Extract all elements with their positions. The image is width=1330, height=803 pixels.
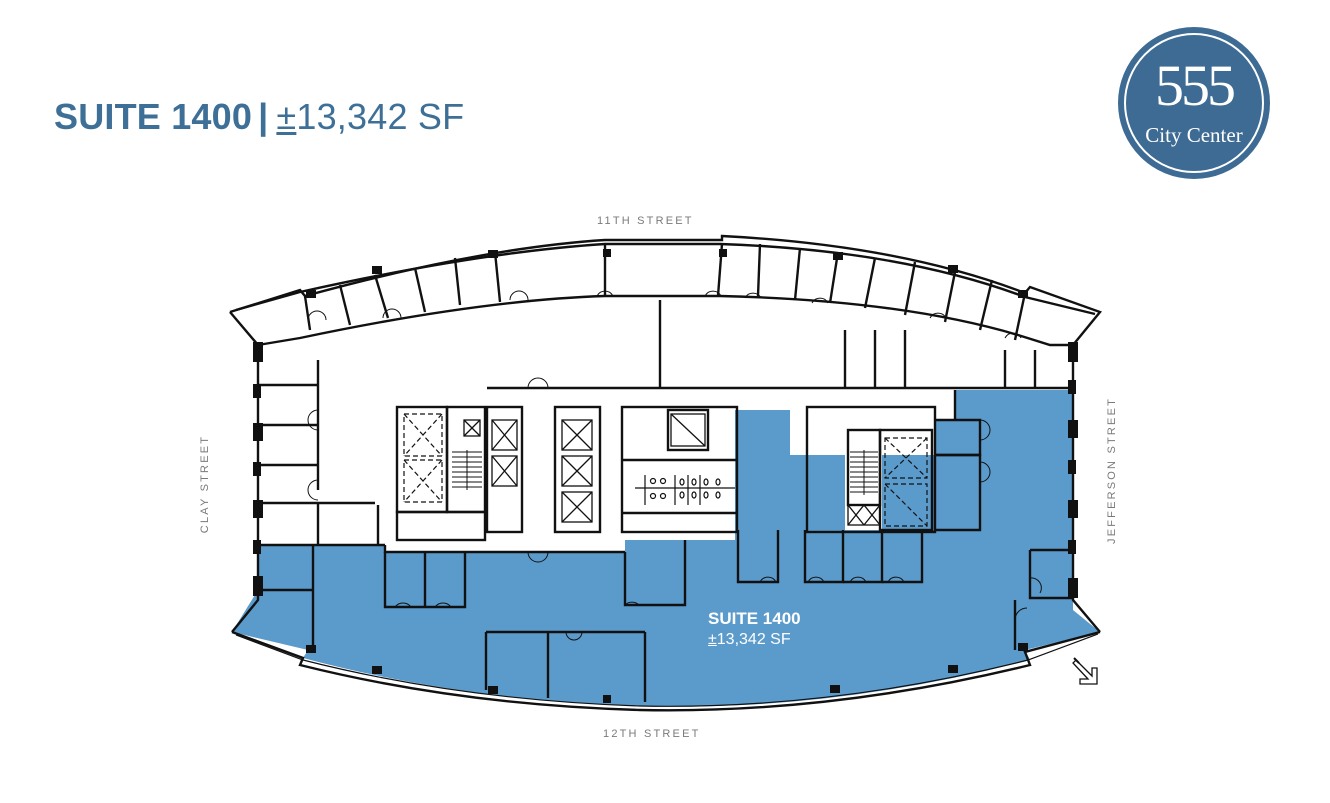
logo-number: 555 [1155, 53, 1236, 118]
title-separator: | [258, 96, 269, 137]
brand-logo: 555 City Center [1118, 27, 1270, 179]
suite-label-area-value: 13,342 SF [716, 631, 791, 648]
logo-name: City Center [1145, 123, 1243, 147]
north-arrow-icon [1072, 657, 1098, 685]
plus-minus-sign: ± [708, 631, 717, 648]
suite-1400-area[interactable] [232, 390, 1100, 707]
core-restrooms [620, 405, 739, 534]
north-facade [229, 234, 1103, 346]
suite-label: SUITE 1400 ±13,342 SF [708, 609, 801, 649]
logo-ring [1124, 33, 1264, 173]
page-title: SUITE 1400|±13,342 SF [54, 96, 464, 138]
street-label-top: 11TH STREET [597, 215, 694, 227]
plus-minus-sign: ± [276, 96, 297, 137]
street-label-bottom: 12TH STREET [603, 728, 701, 740]
suite-area-value: 13,342 SF [296, 96, 465, 137]
suite-title: SUITE 1400 [54, 96, 253, 137]
stair-icon [452, 450, 878, 495]
door-swings [307, 290, 1042, 641]
suite-area: ±13,342 SF [276, 96, 464, 137]
elevator-icon [463, 413, 881, 526]
core-shaft-right [805, 405, 937, 534]
suite-label-name: SUITE 1400 [708, 609, 801, 628]
suite-label-area: ±13,342 SF [708, 631, 801, 649]
structural-columns [253, 249, 1078, 703]
south-facade [231, 630, 1101, 712]
restroom-icon [635, 475, 735, 505]
